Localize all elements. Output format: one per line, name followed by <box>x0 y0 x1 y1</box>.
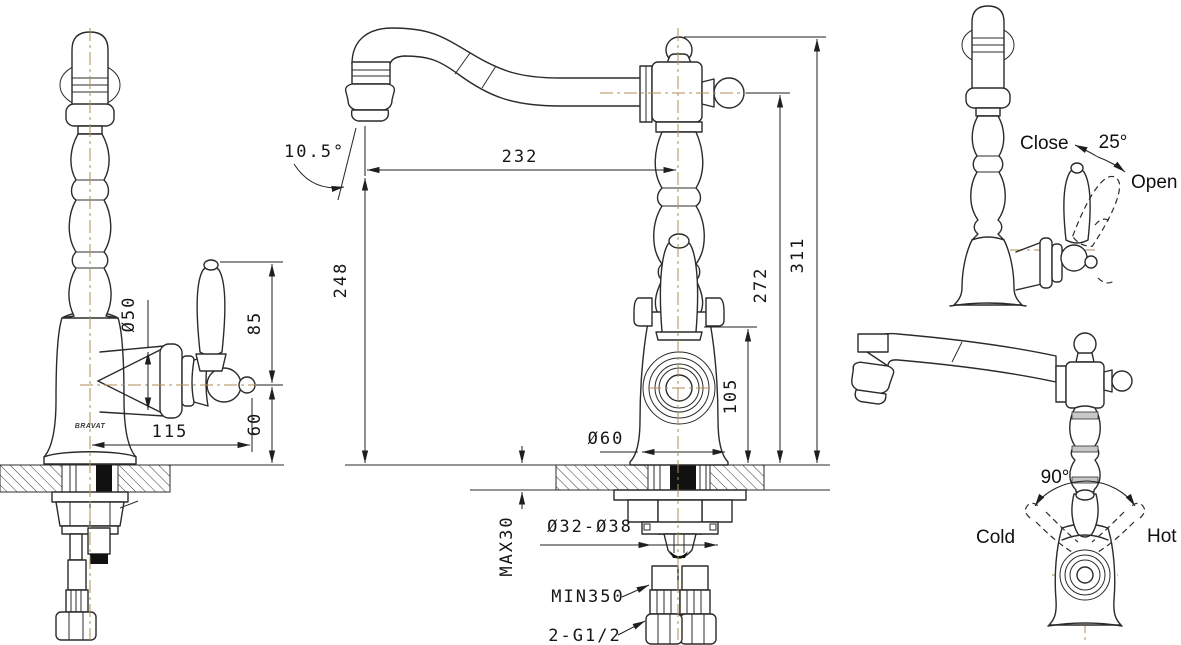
supply-hose <box>67 559 87 591</box>
handle-open-position <box>1071 175 1121 247</box>
hot-label: Hot <box>1147 526 1177 547</box>
shank-section <box>96 465 112 492</box>
front-view: 10.5° 232 248 105 272 311 <box>284 27 830 645</box>
brand-logo: BRAVAT <box>75 423 106 430</box>
countertop-hatch <box>0 464 63 493</box>
supply-hose-left <box>651 565 679 591</box>
spout-nozzle <box>344 83 396 111</box>
swivel-handle-ghosts <box>1024 502 1146 553</box>
side-view: BRAVAT Ø50 <box>0 28 284 641</box>
front-body <box>629 233 729 466</box>
side-handle-assembly <box>97 259 256 419</box>
dim-spout-reach: 232 <box>502 147 539 167</box>
dim-escutcheon-diameter: Ø50 <box>119 296 139 333</box>
swivel-finial <box>1073 332 1097 356</box>
handle-angle-view: Close 25° Open <box>949 5 1177 307</box>
hose-nut <box>55 611 97 641</box>
dim-spout-angle: 10.5° <box>284 142 345 162</box>
front-undercounter <box>613 489 747 645</box>
supply-hose-right <box>681 565 709 591</box>
front-dimensions: 10.5° 232 248 105 272 311 <box>284 36 826 645</box>
swivel-angle-label: 90° <box>1041 467 1070 488</box>
handle-close-position <box>1063 167 1091 244</box>
swivel-view: 90° Cold Hot <box>851 332 1177 640</box>
dim-side-knob-height: 272 <box>751 267 771 304</box>
swivel-lever <box>1071 493 1099 538</box>
dim-handle-reach: 115 <box>152 422 189 442</box>
dim-hole-range: Ø32-Ø38 <box>547 517 633 537</box>
open-label: Open <box>1131 172 1177 193</box>
front-spout <box>344 27 645 122</box>
dim-max-deck: MAX30 <box>497 515 517 576</box>
dim-spout-height: 248 <box>331 262 351 299</box>
escutcheon <box>159 343 183 419</box>
hose-nut-left <box>645 613 683 645</box>
dim-handle-height: 85 <box>245 311 265 335</box>
dim-supply-thread: 2-G1/2 <box>548 626 621 645</box>
dim-overall-height: 311 <box>788 237 808 274</box>
shank-section-front <box>670 465 696 490</box>
side-undercounter <box>51 491 139 641</box>
angle-view-body <box>953 236 1023 306</box>
side-dimensions: Ø50 85 60 115 <box>92 261 283 463</box>
dim-hub-height: 105 <box>721 378 741 415</box>
dim-pivot-height: 60 <box>245 412 265 436</box>
angle-pivot-ball <box>1060 244 1088 272</box>
front-lever <box>659 238 699 337</box>
cold-label: Cold <box>976 527 1015 548</box>
dim-base-diameter: Ø60 <box>588 429 625 449</box>
close-label: Close <box>1020 133 1069 154</box>
hose-nut-right <box>679 613 717 645</box>
open-angle-label: 25° <box>1099 132 1128 153</box>
dim-min-hose: MIN350 <box>551 587 624 607</box>
lever-handle <box>196 264 226 357</box>
